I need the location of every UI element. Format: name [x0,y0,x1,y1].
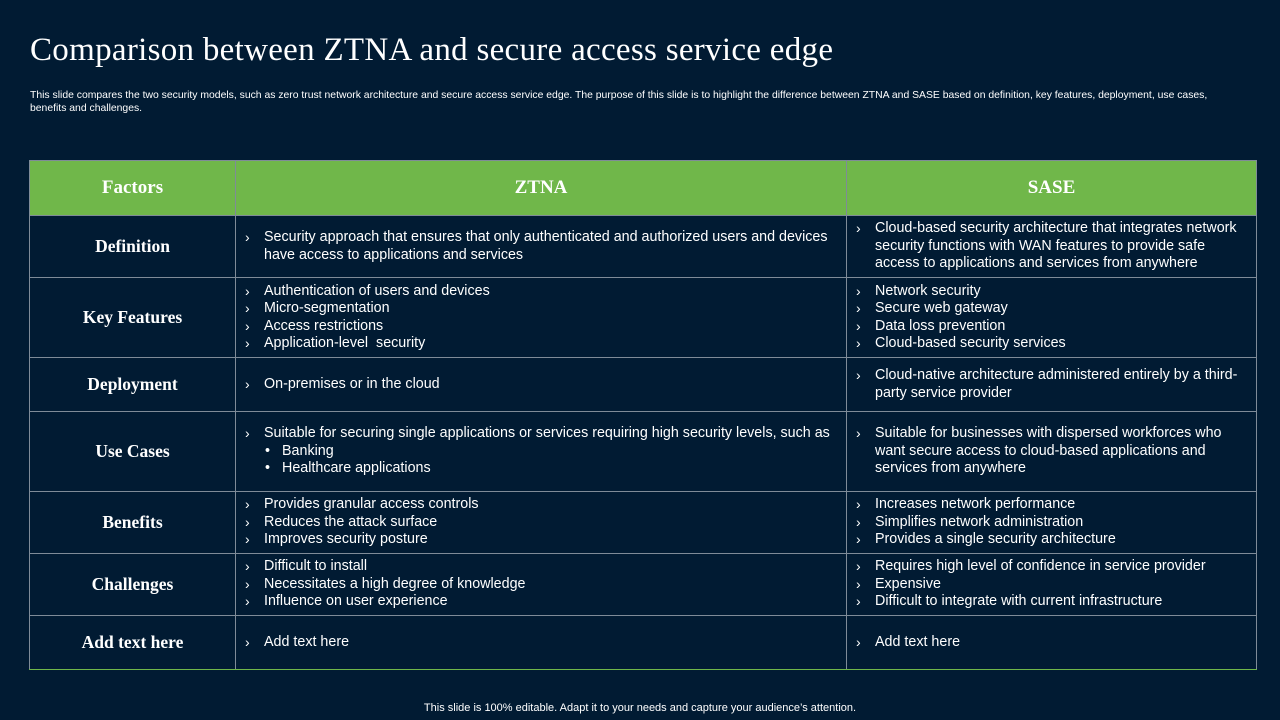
list-item: Simplifies network administration [856,514,1246,532]
list-item: Application-level security [245,335,836,353]
list-item: Add text here [856,634,1246,652]
sase-add-text-cell: Add text here [846,615,1257,670]
sase-benefits-cell: Increases network performance Simplifies… [846,491,1257,554]
table-row-add-text: Add text here Add text here Add text her… [29,615,1257,670]
list-item: Access restrictions [245,318,836,336]
slide-title: Comparison between ZTNA and secure acces… [30,32,834,68]
table-row-use-cases: Use Cases Suitable for securing single a… [29,411,1257,492]
list-item: Cloud-native architecture administered e… [856,367,1246,402]
ztna-definition-cell: Security approach that ensures that only… [235,215,847,278]
ztna-benefits-cell: Provides granular access controls Reduce… [235,491,847,554]
factor-challenges: Challenges [29,553,236,616]
ztna-challenges-list: Difficult to install Necessitates a high… [245,558,836,611]
sase-key-features-list: Network security Secure web gateway Data… [856,283,1246,353]
factor-add-text: Add text here [29,615,236,670]
list-item: Provides granular access controls [245,496,836,514]
footer-note: This slide is 100% editable. Adapt it to… [423,702,857,714]
sase-use-cases-list: Suitable for businesses with dispersed w… [856,425,1246,478]
ztna-use-cases-cell: Suitable for securing single application… [235,411,847,492]
sub-list-item: Healthcare applications [264,460,836,478]
factor-benefits: Benefits [29,491,236,554]
ztna-use-cases-sublist: Banking Healthcare applications [264,443,836,478]
list-item: Reduces the attack surface [245,514,836,532]
table-row-benefits: Benefits Provides granular access contro… [29,491,1257,554]
sase-add-text-list: Add text here [856,634,1246,652]
sase-deployment-cell: Cloud-native architecture administered e… [846,357,1257,412]
factor-use-cases: Use Cases [29,411,236,492]
list-item: Difficult to integrate with current infr… [856,593,1246,611]
list-item: Secure web gateway [856,300,1246,318]
ztna-add-text-list: Add text here [245,634,836,652]
list-item: Suitable for businesses with dispersed w… [856,425,1246,478]
ztna-definition-list: Security approach that ensures that only… [245,229,836,264]
list-item: Data loss prevention [856,318,1246,336]
table-header-row: Factors ZTNA SASE [29,160,1257,216]
sase-deployment-list: Cloud-native architecture administered e… [856,367,1246,402]
ztna-benefits-list: Provides granular access controls Reduce… [245,496,836,549]
table-row-deployment: Deployment On-premises or in the cloud C… [29,357,1257,412]
sase-definition-cell: Cloud-based security architecture that i… [846,215,1257,278]
list-item: Suitable for securing single application… [245,425,836,478]
list-item: Cloud-based security services [856,335,1246,353]
list-item: Requires high level of confidence in ser… [856,558,1246,576]
ztna-key-features-cell: Authentication of users and devices Micr… [235,277,847,358]
ztna-use-cases-list: Suitable for securing single application… [245,425,836,478]
ztna-challenges-cell: Difficult to install Necessitates a high… [235,553,847,616]
list-item: Expensive [856,576,1246,594]
header-sase: SASE [846,160,1257,216]
ztna-add-text-cell: Add text here [235,615,847,670]
list-item: Increases network performance [856,496,1246,514]
table-row-challenges: Challenges Difficult to install Necessit… [29,553,1257,616]
header-factors: Factors [29,160,236,216]
list-item: Necessitates a high degree of knowledge [245,576,836,594]
sase-benefits-list: Increases network performance Simplifies… [856,496,1246,549]
list-item: Authentication of users and devices [245,283,836,301]
slide-subtitle: This slide compares the two security mod… [30,90,1208,114]
sase-definition-list: Cloud-based security architecture that i… [856,220,1246,273]
factor-deployment: Deployment [29,357,236,412]
ztna-key-features-list: Authentication of users and devices Micr… [245,283,836,353]
list-item: Add text here [245,634,836,652]
list-item: On-premises or in the cloud [245,376,836,394]
comparison-table: Factors ZTNA SASE Definition Security ap… [29,160,1257,670]
list-item-text: Suitable for securing single application… [264,425,830,442]
list-item: Security approach that ensures that only… [245,229,836,264]
list-item: Influence on user experience [245,593,836,611]
table-row-definition: Definition Security approach that ensure… [29,215,1257,278]
sase-use-cases-cell: Suitable for businesses with dispersed w… [846,411,1257,492]
list-item: Difficult to install [245,558,836,576]
header-ztna: ZTNA [235,160,847,216]
list-item: Improves security posture [245,531,836,549]
sub-list-item: Banking [264,443,836,461]
factor-definition: Definition [29,215,236,278]
list-item: Network security [856,283,1246,301]
list-item: Provides a single security architecture [856,531,1246,549]
sase-challenges-cell: Requires high level of confidence in ser… [846,553,1257,616]
sase-challenges-list: Requires high level of confidence in ser… [856,558,1246,611]
ztna-deployment-cell: On-premises or in the cloud [235,357,847,412]
list-item: Micro-segmentation [245,300,836,318]
table-row-key-features: Key Features Authentication of users and… [29,277,1257,358]
sase-key-features-cell: Network security Secure web gateway Data… [846,277,1257,358]
list-item: Cloud-based security architecture that i… [856,220,1246,273]
factor-key-features: Key Features [29,277,236,358]
ztna-deployment-list: On-premises or in the cloud [245,376,836,394]
